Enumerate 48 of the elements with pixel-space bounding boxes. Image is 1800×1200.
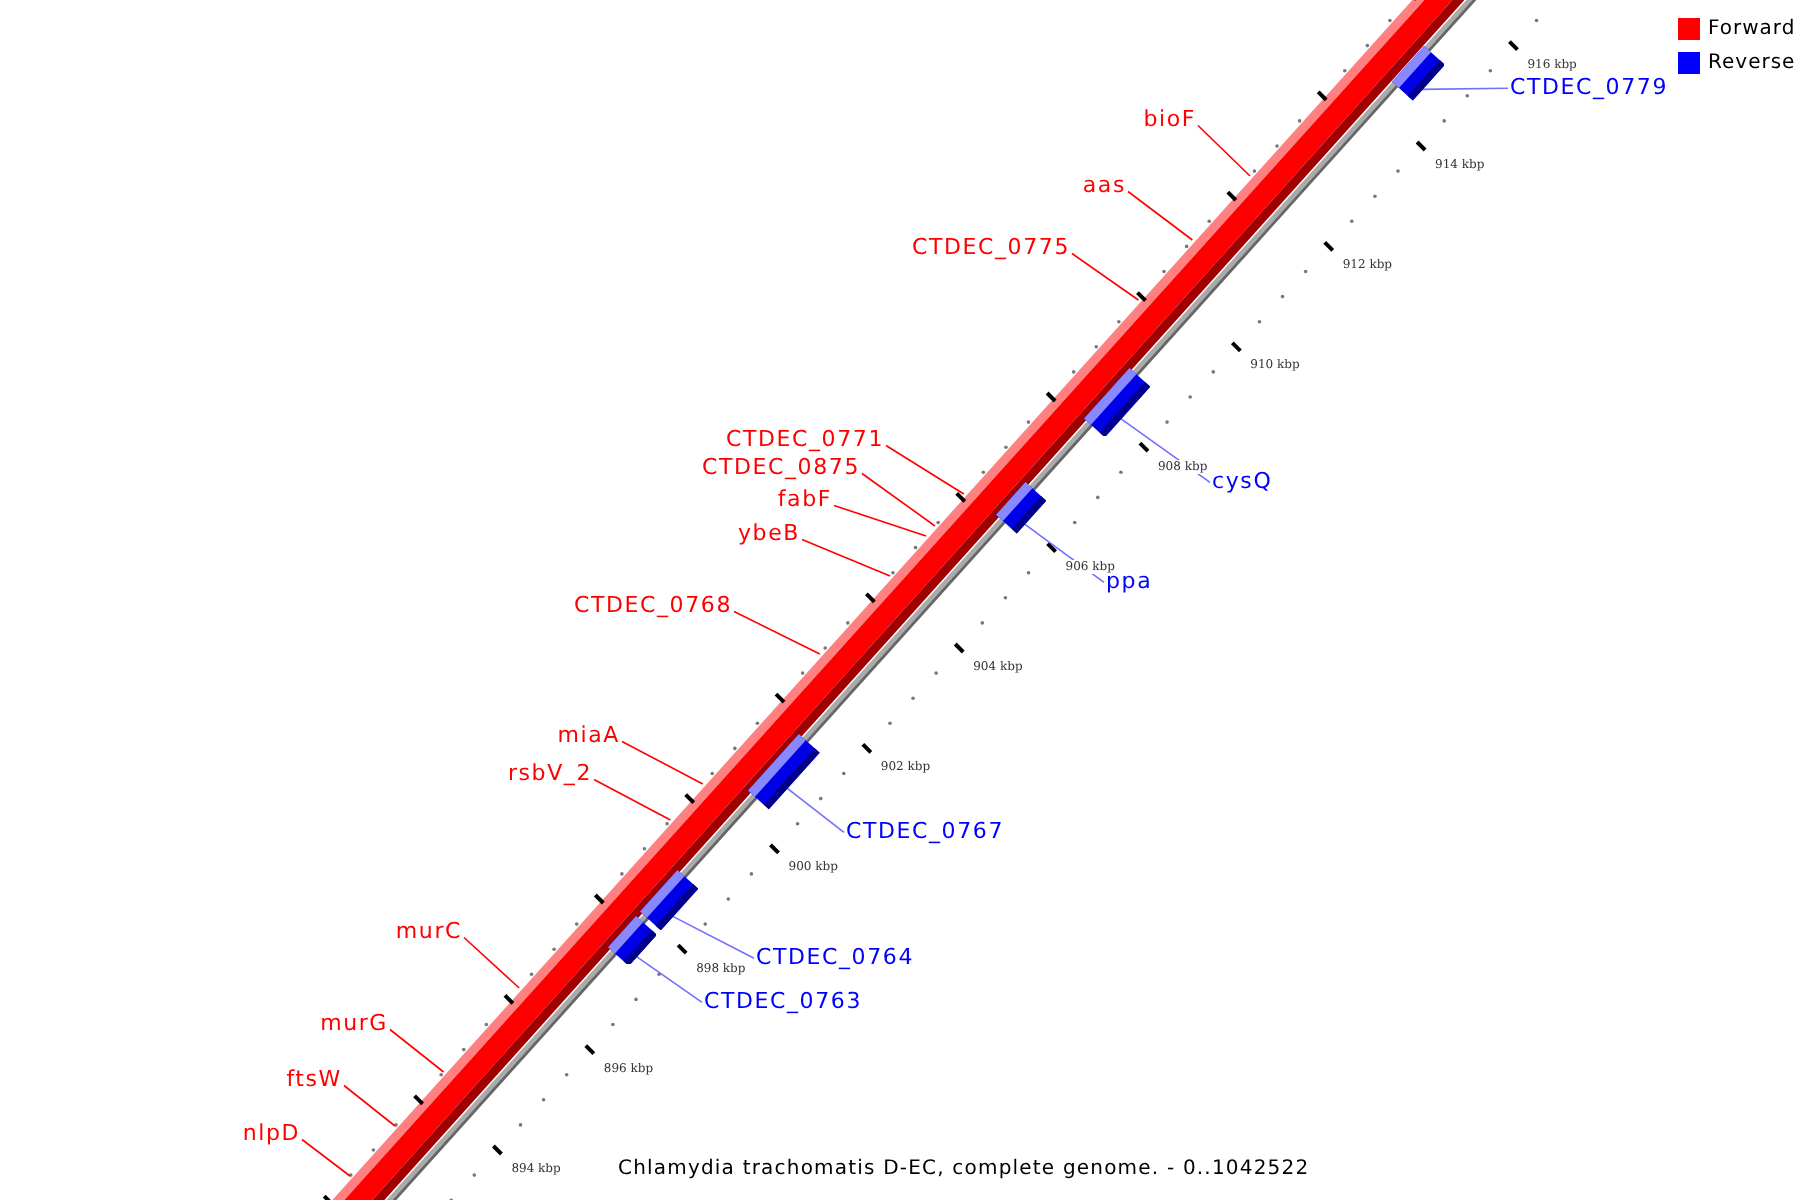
gene-label: CTDEC_0875 [702,454,860,480]
leader-line [885,444,965,495]
gene-block [639,869,698,931]
gene-label: CTDEC_0767 [846,818,1004,844]
leader-line [861,472,936,527]
gene-block [607,915,657,965]
leader-line [463,936,520,989]
caption: Chlamydia trachomatis D-EC, complete genome. - 0..1042522 [618,1156,1310,1182]
leader-line [593,778,672,821]
gene-label: CTDEC_0763 [704,988,862,1014]
gene-label: aas [1082,172,1126,198]
leader-line [634,954,703,1004]
leader-line [1419,87,1509,91]
leader-line [301,1138,351,1177]
gene-label: ybeB [737,520,800,546]
leader-line [1127,190,1194,241]
leader-line [343,1084,396,1127]
gene-label: murC [395,918,462,944]
gene-block [1083,367,1150,437]
legend-label: Reverse [1708,50,1796,76]
leader-line [670,914,755,960]
leader-line [785,786,845,834]
gene-label: fabF [777,486,832,512]
gene-label: nlpD [242,1120,300,1146]
gene-label: CTDEC_0764 [756,944,914,970]
leader-line [801,538,891,577]
leader-line [833,504,927,537]
leader-line [389,1028,445,1073]
gene-label: bioF [1143,106,1196,132]
gene-label: CTDEC_0775 [912,234,1070,260]
gene-label: miaA [557,722,620,748]
gene-label: rsbV_2 [507,760,592,786]
gene-label: CTDEC_0771 [726,426,884,452]
gene-block [1391,46,1445,102]
gene-block [747,734,820,810]
gene-label: murG [320,1010,388,1036]
leader-line [1118,416,1211,484]
leader-line [1022,522,1105,584]
gene-label: ftsW [286,1066,342,1092]
gene-label: CTDEC_0768 [574,592,732,618]
legend-label: Forward [1708,16,1796,42]
leader-line [1071,252,1140,301]
leader-line [1197,124,1251,177]
leader-line [621,740,704,785]
gene-label: CTDEC_0779 [1510,74,1668,100]
leader-line [733,610,821,655]
gene-label: cysQ [1212,468,1273,494]
gene-block [996,482,1047,534]
